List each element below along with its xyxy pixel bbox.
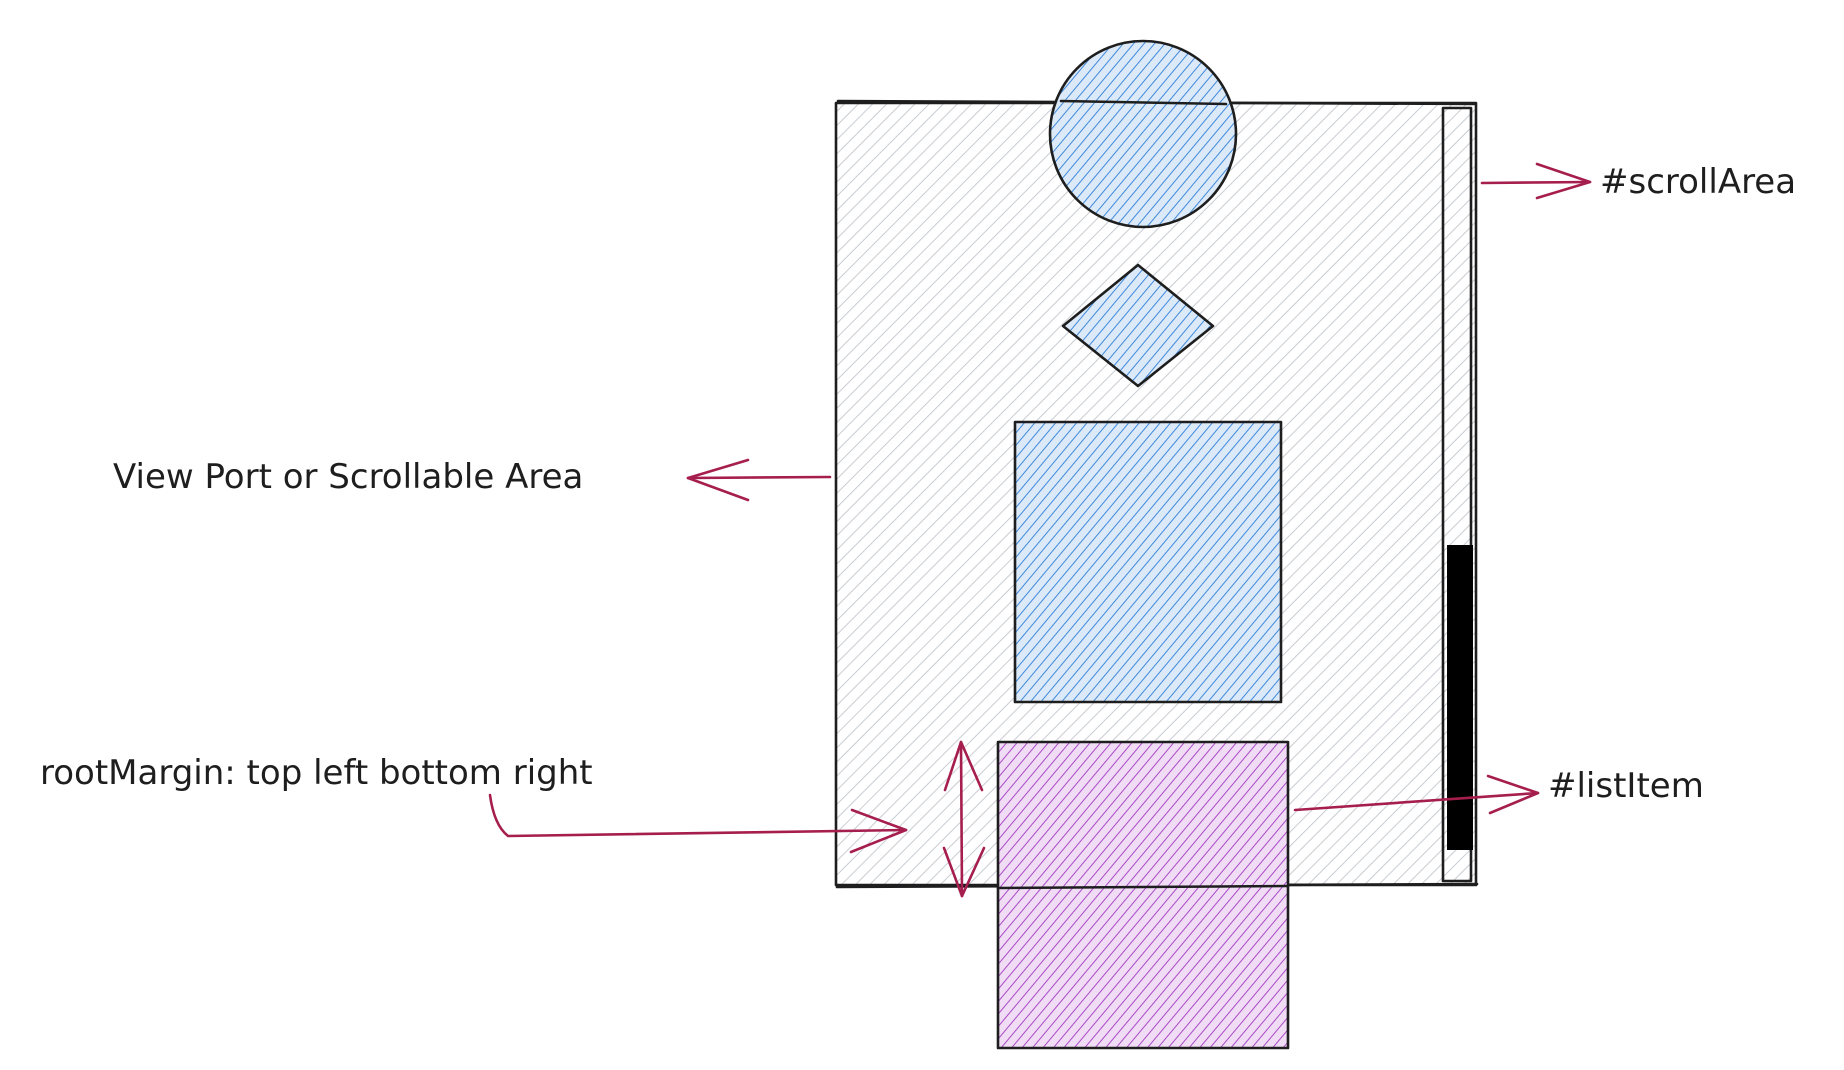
list-item-box — [996, 740, 1290, 1050]
viewport-arrow — [686, 458, 832, 502]
scrollbar-thumb[interactable] — [1447, 545, 1473, 850]
root-margin-label: rootMargin: top left bottom right — [40, 753, 593, 793]
scroll-area-arrow — [1480, 162, 1592, 200]
square-shape — [1013, 420, 1283, 704]
circle-shape — [1048, 39, 1238, 229]
list-item-arrow — [1293, 774, 1540, 815]
list-item-label: #listItem — [1548, 766, 1704, 806]
root-margin-arrow — [488, 793, 908, 854]
margin-double-arrow — [942, 740, 986, 898]
scroll-area-label: #scrollArea — [1600, 162, 1796, 202]
viewport-label: View Port or Scrollable Area — [113, 457, 583, 497]
diamond-shape — [1061, 263, 1215, 388]
